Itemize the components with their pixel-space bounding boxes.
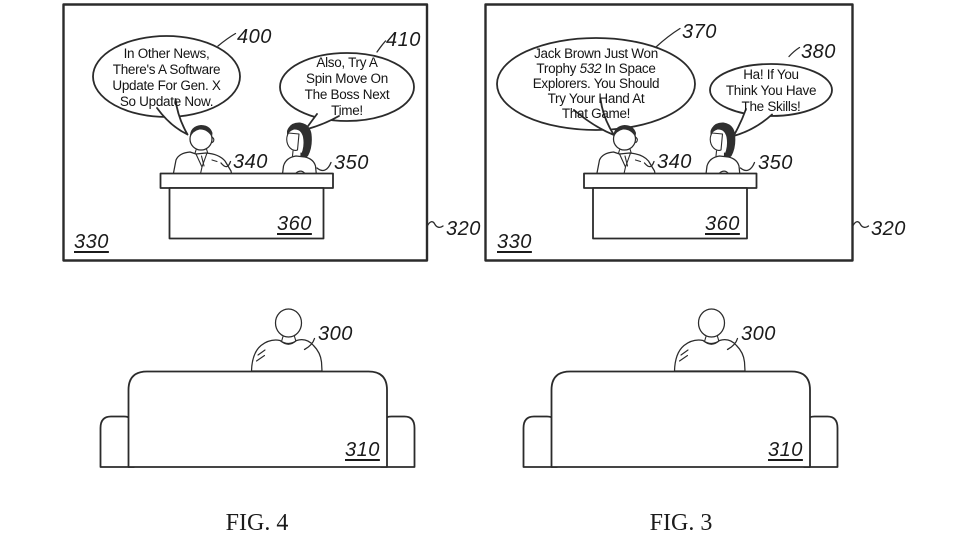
ref-label-360: 360 [277,213,312,235]
leader-line-320 [426,221,444,228]
speech-bubble-400 [92,35,241,136]
bubble-text-line: Try Your Hand At [547,91,645,106]
ref-label-310: 310 [768,439,803,461]
ref-label-320: 320 [871,218,906,240]
ref-label-400: 400 [237,26,272,48]
bubble-text-line: Trophy 532 In Space [536,61,656,76]
bubble-text-line: In Other News, [123,46,210,61]
speech-bubble-410-text: Also, Try A Spin Move On The Boss Next T… [281,55,413,119]
ref-label-360: 360 [705,213,740,235]
ref-label-340: 340 [233,151,268,173]
bubble-text-line: The Skills! [741,99,801,114]
bubble-text-line: Spin Move On [306,71,388,86]
leader-line-410 [376,40,387,53]
bubble-text-line: Ha! If You [743,67,799,82]
ref-label-310: 310 [345,439,380,461]
bubble-text-line: Think You Have [725,83,817,98]
ref-label-330: 330 [497,231,532,253]
figure-caption-fig4: FIG. 4 [225,510,289,536]
speech-bubble-410 [279,52,415,131]
bubble-text-line: Also, Try A [316,55,378,70]
ref-label-380: 380 [801,41,836,63]
ref-label-350: 350 [758,152,793,174]
speech-bubble-380 [709,63,833,137]
leader-line-380 [788,46,801,58]
bubble-text-line: There's A Software [112,62,221,77]
tv-frame [62,3,429,262]
ref-label-370: 370 [682,21,717,43]
leader-line-320 [851,221,870,228]
bubble-text-line: So Update Now. [119,94,214,109]
bubble-text-line: Time! [331,103,363,118]
speech-bubble-370-text: Jack Brown Just Won Trophy 532 In Space … [506,46,686,121]
game-trophy-number: 532 [579,61,602,76]
ref-label-330: 330 [74,231,109,253]
fig4-art [62,3,444,468]
bubble-text-line: The Boss Next [304,87,390,102]
bubble-text-line: Jack Brown Just Won [534,46,658,61]
ref-label-300: 300 [318,323,353,345]
ref-label-320: 320 [446,218,481,240]
speech-bubble-380-text: Ha! If You Think You Have The Skills! [709,67,833,115]
leader-line-400 [217,32,237,47]
ref-label-340: 340 [657,151,692,173]
bubble-text-line: That Game! [561,106,631,121]
fig3-art [484,3,870,468]
speech-bubble-400-text: In Other News, There's A Software Update… [94,46,239,110]
ref-label-300: 300 [741,323,776,345]
bubble-text-line: Update For Gen. X [112,78,221,93]
leader-line-370 [655,27,681,48]
figure-caption-fig3: FIG. 3 [649,510,713,536]
ref-label-350: 350 [334,152,369,174]
bubble-text-line: Explorers. You Should [532,76,660,91]
ref-label-410: 410 [386,29,421,51]
tv-frame [484,3,854,262]
speech-bubble-370 [496,37,696,136]
